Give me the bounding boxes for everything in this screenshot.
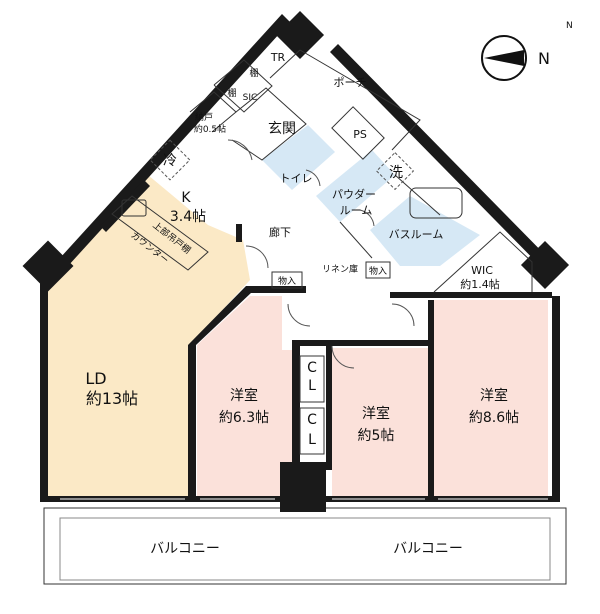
toilet-fill xyxy=(262,125,335,190)
tr-label: TR xyxy=(270,51,286,64)
western3-name: 洋室 xyxy=(480,387,508,404)
porch-label: ポーチ xyxy=(334,76,367,89)
storage-name: 納戸 xyxy=(195,111,213,123)
balcony-inner xyxy=(59,517,551,581)
storage-a-label: 物入 xyxy=(278,275,296,287)
bedroom2-fill xyxy=(332,348,430,496)
western1-size: 約6.3帖 xyxy=(219,410,269,426)
linen-label: リネン庫 xyxy=(322,263,358,275)
bedroom1-fill xyxy=(197,296,292,496)
kitchen-size: 3.4帖 xyxy=(170,209,206,225)
ld-name: LD xyxy=(85,369,106,388)
powder-label-2: ルーム xyxy=(340,204,373,217)
fridge-label: 冷 xyxy=(163,153,177,169)
western2-name: 洋室 xyxy=(362,405,390,422)
cl1-l: L xyxy=(308,378,316,394)
balcony1-label: バルコニー xyxy=(150,541,220,557)
storage-b-label: 物入 xyxy=(369,265,387,277)
ld-size: 約13帖 xyxy=(86,389,138,408)
wic-size: 約1.4帖 xyxy=(460,277,500,291)
bath-label: バスルーム xyxy=(389,228,444,241)
powder-fill xyxy=(316,150,395,222)
sic-label: SIC xyxy=(243,93,258,103)
ld-fill xyxy=(48,175,250,496)
western2-size: 約5帖 xyxy=(358,428,395,444)
washer-label: 洗 xyxy=(389,165,403,181)
balcony2-label: バルコニー xyxy=(393,541,463,557)
fridge: 冷 xyxy=(149,139,191,181)
compass-small-n: N xyxy=(566,21,573,31)
kitchen-name: K xyxy=(181,190,191,206)
cl1-c: C xyxy=(307,360,317,376)
powder-label: パウダー xyxy=(332,187,376,201)
interior-lines xyxy=(111,49,533,455)
storage-size: 約0.5帖 xyxy=(194,123,226,135)
bath-fill xyxy=(370,196,480,266)
ps-label: PS xyxy=(353,128,367,141)
cl2-l: L xyxy=(308,432,316,448)
shelf-label-2: 棚 xyxy=(227,87,236,99)
doors xyxy=(227,139,415,369)
washer: 洗 xyxy=(375,151,415,191)
compass: N N xyxy=(481,21,573,81)
wic-name: WIC xyxy=(471,264,493,277)
shelf-label-1: 棚 xyxy=(249,67,258,79)
compass-arrow-icon xyxy=(484,50,524,66)
compass-north-label: N xyxy=(538,49,550,68)
cl2-c: C xyxy=(307,412,317,428)
walls xyxy=(22,10,570,512)
western3-size: 約8.6帖 xyxy=(469,410,519,426)
entrance-label: 玄関 xyxy=(268,120,296,137)
balcony-outline xyxy=(43,507,567,585)
toilet-label: トイレ xyxy=(280,172,313,185)
bedroom3-fill xyxy=(434,300,548,496)
corridor-label: 廊下 xyxy=(269,225,291,239)
western1-name: 洋室 xyxy=(230,387,258,404)
